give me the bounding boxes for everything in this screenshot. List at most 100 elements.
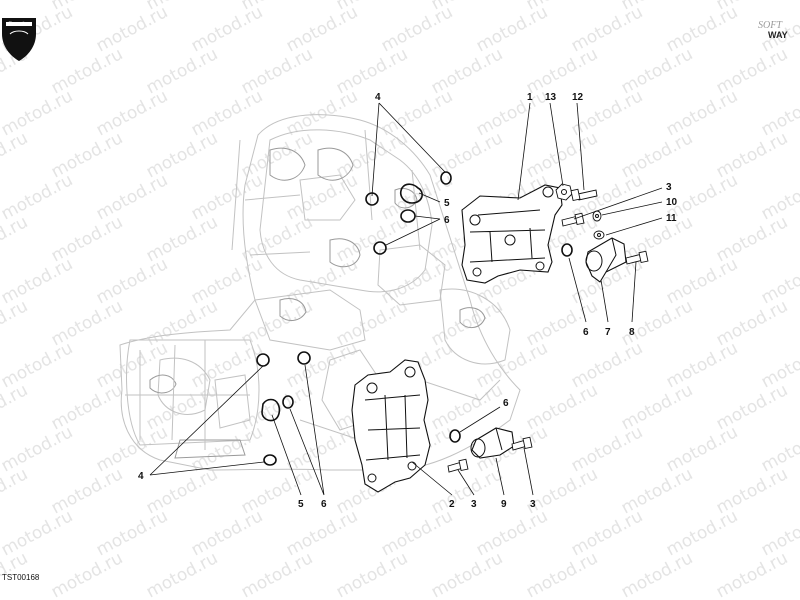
oring-upper-low bbox=[373, 241, 387, 255]
watermark-text: motod.ru bbox=[188, 506, 266, 560]
publisher-soft-text: SOFT bbox=[758, 20, 782, 31]
oring-lower-cover bbox=[449, 429, 461, 443]
watermark-text: motod.ru bbox=[93, 86, 171, 140]
leader-lines bbox=[149, 102, 663, 496]
washer-part-11 bbox=[593, 230, 605, 240]
watermark-text: motod.ru bbox=[0, 170, 76, 224]
callout-2: 2 bbox=[449, 499, 455, 510]
watermark-text: motod.ru bbox=[378, 254, 456, 308]
watermark-text: motod.ru bbox=[0, 86, 76, 140]
watermark-text: motod.ru bbox=[0, 338, 76, 392]
watermark-text: motod.ru bbox=[0, 212, 31, 266]
callout-4-upper: 4 bbox=[375, 92, 381, 103]
callout-11: 11 bbox=[666, 213, 677, 224]
callout-5-lower: 5 bbox=[298, 499, 304, 510]
watermark-text: motod.ru bbox=[663, 422, 741, 476]
watermark-text: motod.ru bbox=[378, 2, 456, 56]
callout-9: 9 bbox=[501, 499, 507, 510]
callout-3-lower-left: 3 bbox=[471, 499, 477, 510]
callout-6-lower-right: 6 bbox=[503, 398, 509, 409]
watermark-text: motod.ru bbox=[238, 548, 316, 600]
publisher-way-text: WAY bbox=[768, 30, 788, 40]
watermark-text: motod.ru bbox=[0, 380, 31, 434]
watermark-text: motod.ru bbox=[283, 338, 361, 392]
watermark-text: motod.ru bbox=[0, 128, 31, 182]
watermark-text: motod.ru bbox=[663, 2, 741, 56]
seal-lower bbox=[261, 398, 281, 422]
bolt-part-12 bbox=[570, 188, 598, 202]
watermark-text: motod.ru bbox=[188, 86, 266, 140]
watermark-text: motod.ru bbox=[48, 548, 126, 600]
watermark-text: motod.ru bbox=[663, 506, 741, 560]
watermark-text: motod.ru bbox=[618, 548, 696, 600]
watermark-text: motod.ru bbox=[188, 170, 266, 224]
bolt-part-3-lower-left bbox=[447, 458, 469, 473]
watermark-text: motod.ru bbox=[93, 2, 171, 56]
upper-fitting-part-7 bbox=[585, 237, 627, 283]
watermark-text: motod.ru bbox=[333, 548, 411, 600]
watermark-text: motod.ru bbox=[283, 422, 361, 476]
callout-8: 8 bbox=[629, 327, 635, 338]
oring-top bbox=[440, 171, 452, 185]
watermark-text: motod.ru bbox=[473, 86, 551, 140]
callout-3-upper: 3 bbox=[666, 182, 672, 193]
watermark-text: motod.ru bbox=[568, 338, 646, 392]
callout-1: 1 bbox=[527, 92, 533, 103]
watermark-text: motod.ru bbox=[663, 86, 741, 140]
watermark-text: motod.ru bbox=[0, 506, 76, 560]
oring-right-cover bbox=[561, 243, 573, 257]
callout-7: 7 bbox=[605, 327, 611, 338]
watermark-text: motod.ru bbox=[378, 86, 456, 140]
logo-text: Ducati bbox=[7, 22, 25, 28]
callout-5-upper: 5 bbox=[444, 198, 450, 209]
watermark-text: motod.ru bbox=[663, 338, 741, 392]
oring-lower-small bbox=[282, 395, 294, 409]
ducati-shield-logo: Ducati bbox=[2, 18, 36, 61]
upper-cover-part-1 bbox=[461, 184, 563, 284]
callout-6-right: 6 bbox=[583, 327, 589, 338]
watermark-text: motod.ru bbox=[0, 254, 76, 308]
oring-lower-mid bbox=[297, 351, 311, 365]
callout-13: 13 bbox=[545, 92, 557, 103]
lower-fitting-part-9 bbox=[470, 427, 515, 459]
watermark-text: motod.ru bbox=[0, 0, 31, 14]
callout-6-lower: 6 bbox=[321, 499, 327, 510]
watermark-text: motod.ru bbox=[568, 506, 646, 560]
watermark-text: motod.ru bbox=[283, 506, 361, 560]
fasteners bbox=[447, 183, 649, 473]
watermark-text: motod.ru bbox=[378, 506, 456, 560]
drawing-code-label: TST00168 bbox=[2, 573, 40, 582]
watermark-text: motod.ru bbox=[283, 254, 361, 308]
callout-12: 12 bbox=[572, 92, 584, 103]
watermark-text: motod.ru bbox=[663, 254, 741, 308]
watermark-text: motod.ru bbox=[0, 464, 31, 518]
publisher-logo: SOFT WAY bbox=[758, 20, 794, 44]
watermark-text: motod.ru bbox=[188, 338, 266, 392]
watermark-text: motod.ru bbox=[283, 2, 361, 56]
watermark-text: motod.ru bbox=[93, 506, 171, 560]
nut-part-13 bbox=[555, 183, 573, 201]
callout-numbers: 4 1 13 12 5 6 3 10 11 6 7 8 6 4 5 6 2 3 … bbox=[138, 92, 678, 510]
watermark-text: motod.ru bbox=[523, 548, 601, 600]
watermark-text: motod.ru bbox=[473, 2, 551, 56]
watermark-text: motod.ru bbox=[0, 296, 31, 350]
lower-cover-part-2 bbox=[351, 359, 431, 493]
watermark-text: motod.ru bbox=[568, 422, 646, 476]
watermark-text: motod.ru bbox=[473, 506, 551, 560]
watermark-text: motod.ru bbox=[93, 170, 171, 224]
watermark-text: motod.ru bbox=[93, 254, 171, 308]
bolt-part-3-lower-right bbox=[511, 436, 533, 451]
watermark-text: motod.ru bbox=[143, 548, 221, 600]
callout-4-lower: 4 bbox=[138, 471, 144, 482]
watermark-text: motod.ru bbox=[93, 422, 171, 476]
bolt-part-8 bbox=[625, 250, 649, 265]
watermark-text: motod.ru bbox=[568, 2, 646, 56]
oring-lower-bottom bbox=[263, 454, 277, 466]
watermark-text: motod.ru bbox=[188, 2, 266, 56]
callout-10: 10 bbox=[666, 197, 678, 208]
seal-upper bbox=[399, 183, 423, 204]
watermark-text: motod.ru bbox=[428, 548, 506, 600]
callout-6-upper: 6 bbox=[444, 215, 450, 226]
